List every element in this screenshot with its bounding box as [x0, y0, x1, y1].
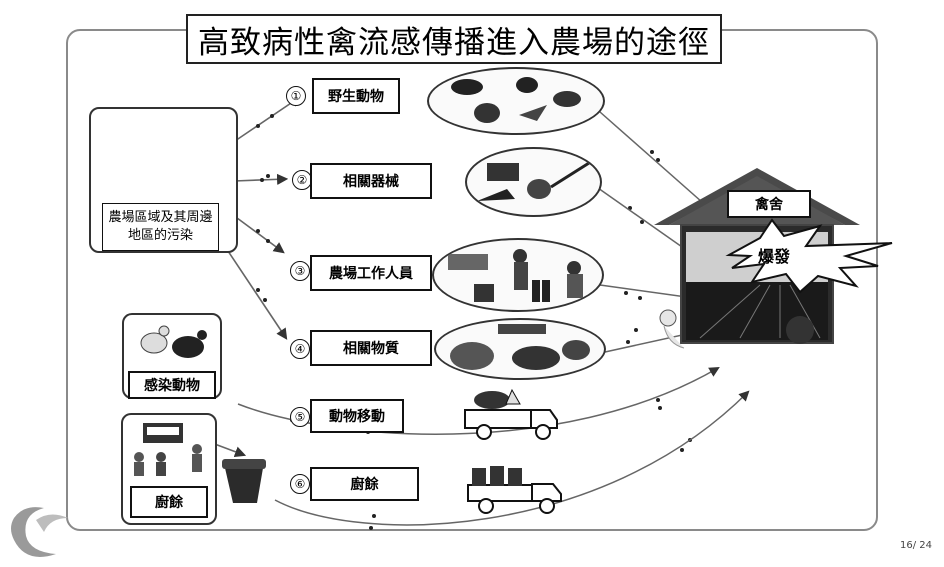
garbage-bin-icon	[222, 459, 266, 503]
infected-animals-label: 感染動物	[128, 371, 216, 399]
materials-oval	[434, 318, 606, 380]
route-number-6: ⑥	[290, 474, 310, 494]
route-label-equipment: 相關器械	[310, 163, 432, 199]
farm-area-caption: 農場區域及其周邊地區的污染	[102, 203, 219, 251]
route-number-4: ④	[290, 339, 310, 359]
equipment-oval	[465, 147, 602, 217]
farm-workers-illustration	[448, 249, 583, 302]
route-number-3: ③	[290, 261, 310, 281]
outbreak-label: 爆發	[757, 247, 790, 266]
route-number-2: ②	[292, 170, 312, 190]
garbage-truck-illustration	[467, 466, 562, 514]
livestock-truck-illustration	[464, 388, 558, 440]
farm-workers-oval	[432, 238, 604, 312]
route-label-materials: 相關物質	[310, 330, 432, 366]
logo-icon	[11, 507, 68, 557]
poultry-icon	[140, 325, 207, 358]
kitchen-waste-label: 廚餘	[130, 486, 208, 518]
route-label-animal-movement: 動物移動	[310, 399, 404, 433]
route-number-5: ⑤	[290, 407, 310, 427]
page-number: 16/ 24	[900, 540, 932, 551]
outbreak-burst-icon	[725, 218, 893, 294]
route-label-wild-animals: 野生動物	[312, 78, 400, 114]
wild-animals-oval	[427, 67, 605, 135]
slide-title: 高致病性禽流感傳播進入農場的途徑	[186, 14, 722, 64]
route-label-kitchen-waste: 廚餘	[310, 467, 419, 501]
restaurant-icon	[134, 423, 202, 476]
route-label-farm-workers: 農場工作人員	[310, 255, 432, 291]
route-number-1: ①	[286, 86, 306, 106]
equipment-illustration	[477, 161, 590, 201]
wild-animals-illustration	[451, 77, 581, 123]
poultry-house-label: 禽舍	[727, 190, 811, 218]
materials-illustration	[450, 324, 590, 370]
